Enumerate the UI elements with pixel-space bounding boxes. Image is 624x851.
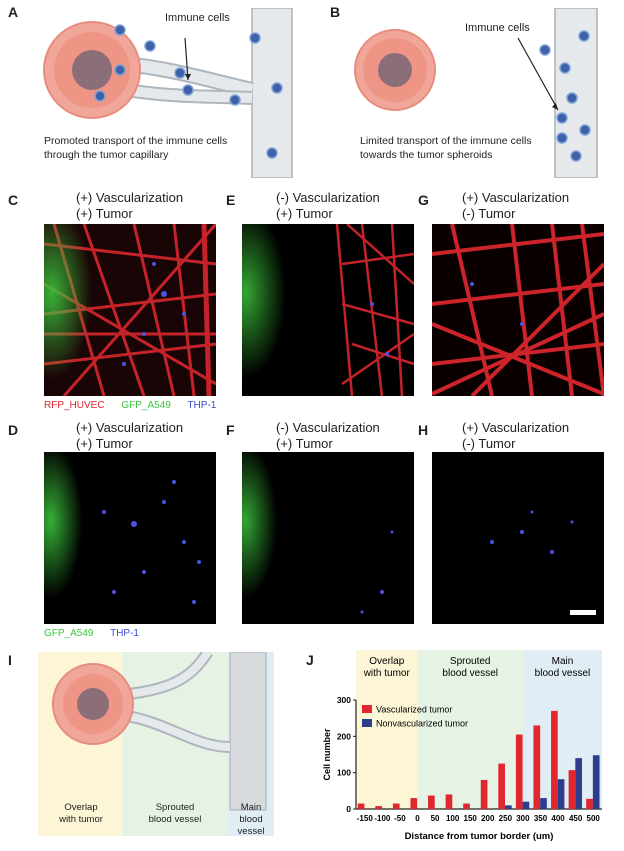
chart-zone-label-0-line1: Overlap <box>369 656 404 667</box>
chart-x-tick-label: 200 <box>481 814 495 823</box>
chart-zone-0 <box>356 650 418 809</box>
chart-x-tick-label: 250 <box>499 814 513 823</box>
chart-bar-vascularized <box>392 803 400 809</box>
panel-f-condition: (-) Vascularization(+) Tumor <box>276 420 380 451</box>
panel-label-a: A <box>8 4 19 20</box>
panel-b-annotation: Immune cells <box>465 22 530 34</box>
legend-thp-1: THP-1 <box>187 400 217 411</box>
chart-zone-label-1-line1: Sprouted <box>450 656 491 667</box>
chart-x-tick-label: 150 <box>464 814 478 823</box>
panel-a-caption-2: through the tumor capillary <box>44 149 169 161</box>
panel-label-c: C <box>8 192 19 208</box>
chart-x-label: Distance from tumor border (um) <box>405 831 554 842</box>
chart-bar-vascularized <box>480 779 488 809</box>
panel-g-condition: (+) Vascularization(-) Tumor <box>462 190 570 221</box>
chart-y-tick-label: 200 <box>337 731 351 741</box>
panel-label-e: E <box>226 192 236 208</box>
micrograph-h <box>432 452 604 624</box>
chart-x-tick-label: 350 <box>534 814 548 823</box>
chart-bar-vascularized <box>463 803 470 809</box>
legend-rfp-huvec: RFP_HUVEC <box>44 400 105 411</box>
panel-h-condition: (+) Vascularization(-) Tumor <box>462 420 570 451</box>
chart-y-tick-label: 0 <box>346 804 351 814</box>
chart-zone-label-1-line2: blood vessel <box>442 668 498 679</box>
panel-d-condition: (+) Vascularization(+) Tumor <box>76 420 184 451</box>
chart-bar-vascularized <box>533 725 541 809</box>
chart-x-tick-label: 100 <box>446 814 460 823</box>
chart-bar-vascularized <box>568 770 576 809</box>
chart-x-tick-label: 50 <box>431 814 440 823</box>
panel-label-i: I <box>8 652 12 668</box>
panel-a-caption-1: Promoted transport of the immune cells <box>44 135 228 147</box>
chart-bar-vascularized <box>357 803 365 809</box>
micrograph-c <box>44 224 216 396</box>
chart-zone-label-2-line2: blood vessel <box>535 668 591 679</box>
chart-x-tick-label: 300 <box>516 814 530 823</box>
chart-bar-nonvascularized <box>575 758 582 809</box>
chart-x-tick-label: -50 <box>394 814 406 823</box>
chart-legend-label: Vascularized tumor <box>376 705 452 715</box>
micrograph-e <box>242 224 414 396</box>
panel-b-caption-1: Limited transport of the immune cells <box>360 135 532 147</box>
micrograph-f <box>242 452 414 624</box>
chart-bar-vascularized <box>515 734 523 809</box>
chart-x-tick-label: 400 <box>551 814 565 823</box>
legend-gfp-a549: GFP_A549 <box>121 400 171 411</box>
panel-e-condition: (-) Vascularization(+) Tumor <box>276 190 380 221</box>
micrograph-d <box>44 452 216 624</box>
panel-label-b: B <box>330 4 341 20</box>
legend-thp-1-2: THP-1 <box>110 628 139 639</box>
panel-b-illustration <box>354 8 598 178</box>
panel-label-g: G <box>418 192 429 208</box>
chart-x-tick-label: 0 <box>415 814 420 823</box>
panel-b-caption-2: towards the tumor spheroids <box>360 149 493 161</box>
chart-y-tick-label: 300 <box>337 695 351 705</box>
chart-bar-nonvascularized <box>540 798 547 809</box>
chart-bar-vascularized <box>551 710 558 809</box>
chart-bar-vascularized <box>375 806 383 809</box>
chart-bar-vascularized <box>586 798 593 809</box>
chart-legend-label: Nonvascularized tumor <box>376 719 468 729</box>
chart-bar-nonvascularized <box>557 779 565 809</box>
chart-x-tick-label: -100 <box>374 814 391 823</box>
chart-bar-vascularized <box>498 763 506 809</box>
chart-zone-label-2-line1: Main <box>552 656 574 667</box>
panel-label-d: D <box>8 422 19 438</box>
chart-bar-nonvascularized <box>505 805 512 809</box>
chart-x-tick-label: 450 <box>569 814 583 823</box>
chart-y-label: Cell number <box>322 728 332 781</box>
legend-gfp-a549-2: GFP_A549 <box>44 628 94 639</box>
chart-x-tick-label: -150 <box>357 814 374 823</box>
panel-a-illustration <box>43 8 293 178</box>
chart-y-tick-label: 100 <box>337 768 351 778</box>
chart-bar-vascularized <box>410 798 418 809</box>
scale-bar <box>570 610 596 615</box>
panel-c-condition: (+) Vascularization(+) Tumor <box>76 190 184 221</box>
chart-x-tick-label: 500 <box>587 814 601 823</box>
micrograph-g <box>432 224 604 396</box>
chart-legend-swatch <box>362 719 372 727</box>
chart-legend-swatch <box>362 705 372 713</box>
chart-bar-nonvascularized <box>592 755 600 809</box>
panel-a-annotation: Immune cells <box>165 12 230 24</box>
legend-row-2: GFP_A549 THP-1 <box>44 628 153 639</box>
chart-bar-vascularized <box>428 795 435 809</box>
panel-label-h: H <box>418 422 429 438</box>
chart-bar-vascularized <box>445 794 453 809</box>
chart-zone-1 <box>417 650 523 809</box>
panel-label-j: J <box>306 652 314 668</box>
legend-row-1: RFP_HUVEC GFP_A549 THP-1 <box>44 400 230 411</box>
chart-bar-nonvascularized <box>522 801 530 809</box>
panel-label-f: F <box>226 422 235 438</box>
chart-zone-label-0-line2: with tumor <box>363 668 411 679</box>
